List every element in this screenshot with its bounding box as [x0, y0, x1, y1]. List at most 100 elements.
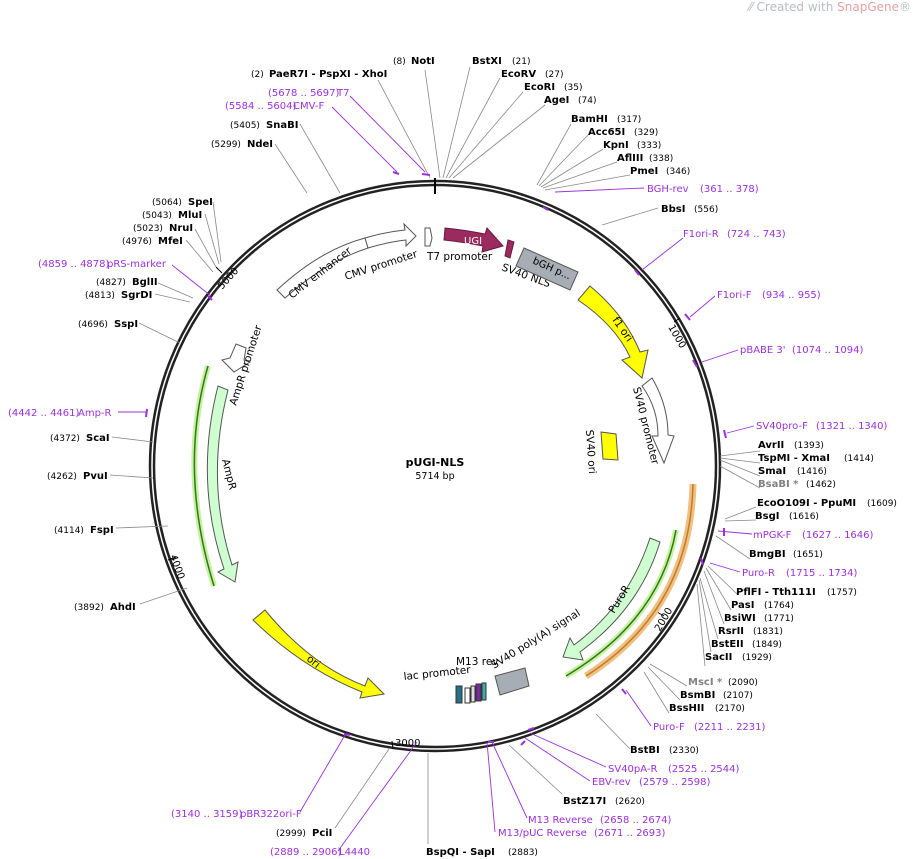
site-fspi[interactable]: (4114)FspI	[54, 525, 114, 536]
svg-text:(5299): (5299)	[211, 140, 241, 150]
site-pmei[interactable]: PmeI(346)	[630, 166, 690, 177]
primer-puro-r[interactable]: Puro-R(1715 .. 1734)	[742, 568, 858, 579]
site-pasi[interactable]: PasI(1764)	[731, 600, 794, 611]
primer-l4440[interactable]: (2889 .. 2906)L4440	[270, 847, 370, 858]
site-bstbi[interactable]: BstBI(2330)	[630, 745, 699, 756]
primer-sv40pa-r[interactable]: SV40pA-R(2525 .. 2544)	[608, 764, 740, 775]
site-bstxi[interactable]: BstXI(21)	[472, 56, 530, 67]
primer-t7[interactable]: (5678 .. 5697)T7	[268, 88, 349, 99]
svg-text:(2671 .. 2693): (2671 .. 2693)	[594, 828, 666, 839]
site-paer7i-pspxi-xhoi[interactable]: (2)PaeR7I - PspXI - XhoI	[251, 69, 387, 80]
site-ecori[interactable]: EcoRI(35)	[524, 82, 582, 93]
feature-f1-ori[interactable]: f1 ori	[577, 285, 649, 379]
site-tspmi-xmai[interactable]: TspMI - XmaI(1414)	[758, 453, 874, 464]
svg-text:MluI: MluI	[178, 210, 202, 221]
site-ndei[interactable]: (5299) NdeI	[211, 139, 273, 150]
svg-text:(1929): (1929)	[742, 653, 772, 663]
site-acc65i[interactable]: Acc65I(329)	[588, 127, 658, 138]
feature-t7-promoter[interactable]: T7 promoter	[424, 227, 493, 263]
site-bsmbi[interactable]: BsmBI(2107)	[680, 690, 753, 701]
svg-text:(333): (333)	[637, 141, 661, 151]
feature-ampr[interactable]: AmpR	[206, 385, 239, 583]
svg-text:(4859 .. 4878): (4859 .. 4878)	[38, 259, 110, 270]
primer-m13-puc-reverse[interactable]: M13/pUC Reverse (2671 .. 2693)	[498, 828, 666, 839]
site-bglii[interactable]: (4827)BglII	[96, 277, 158, 288]
primer-amp-r[interactable]: (4442 .. 4461)Amp-R	[8, 408, 112, 419]
site-bbsi[interactable]: BbsI(556)	[661, 204, 718, 215]
svg-text:(2090): (2090)	[728, 678, 758, 688]
site-noti[interactable]: (8)NotI	[393, 56, 435, 67]
site-bsteii[interactable]: BstEII(1849)	[711, 639, 782, 650]
primer-f1ori-f[interactable]: F1ori-F(934 .. 955)	[717, 290, 821, 301]
site-bsshii[interactable]: BssHII(2170)	[669, 703, 745, 714]
svg-text:NdeI: NdeI	[247, 139, 273, 150]
primer-m13-reverse[interactable]: M13 Reverse(2658 .. 2674)	[528, 815, 672, 826]
primer-cmv-f[interactable]: (5584 .. 5604)CMV-F	[225, 101, 324, 112]
svg-text:BstXI: BstXI	[472, 56, 502, 67]
primer-bgh-rev[interactable]: BGH-rev(361 .. 378)	[647, 184, 759, 195]
site-sspi[interactable]: (4696)SspI	[78, 319, 138, 330]
primer-mpgk-f[interactable]: mPGK-F(1627 .. 1646)	[753, 530, 874, 541]
site-pflfi-tth111i[interactable]: PflFI - Tth111I(1757)	[736, 587, 857, 598]
primer-marks	[145, 171, 727, 746]
svg-text:(2620): (2620)	[615, 797, 645, 807]
svg-text:(2): (2)	[251, 70, 264, 80]
site-bstz17i[interactable]: BstZ17I (2620)	[563, 796, 645, 807]
primer-puro-f[interactable]: Puro-F(2211 .. 2231)	[653, 722, 766, 733]
primer-prs-marker[interactable]: (4859 .. 4878)pRS-marker	[38, 259, 167, 270]
site-pvui[interactable]: (4262)PvuI	[47, 471, 108, 482]
svg-text:(346): (346)	[666, 167, 690, 177]
site-ecoo109i-ppumi[interactable]: EcoO109I - PpuMI(1609)	[757, 498, 897, 509]
svg-text:(2170): (2170)	[715, 704, 745, 714]
site-bspqi-sapi[interactable]: BspQI - SapI(2883)	[426, 847, 538, 858]
svg-text:KpnI: KpnI	[603, 140, 629, 151]
svg-text:(5405): (5405)	[230, 121, 260, 131]
site-bamhi[interactable]: BamHI(317)	[571, 114, 641, 125]
svg-text:SspI: SspI	[114, 319, 138, 330]
site-ahdi[interactable]: (3892) AhdI	[74, 602, 136, 613]
primer-sv40pro-f[interactable]: SV40pro-F(1321 .. 1340)	[756, 421, 888, 432]
svg-text:4000: 4000	[167, 553, 186, 581]
site-bsiwi[interactable]: BsiWI(1771)	[724, 613, 794, 624]
site-avrii[interactable]: AvrII(1393)	[758, 440, 824, 451]
svg-text:(27): (27)	[545, 70, 563, 80]
site-spei[interactable]: (5064)SpeI	[152, 197, 213, 208]
site-bmgbi[interactable]: BmgBI(1651)	[749, 549, 823, 560]
site-bsabi[interactable]: BsaBI *(1462)	[758, 479, 836, 490]
site-scai[interactable]: (4372)ScaI	[50, 433, 110, 444]
primer-pbr322ori-f[interactable]: (3140 .. 3159)pBR322ori-F	[171, 809, 302, 820]
site-mlui[interactable]: (5043) MluI	[142, 210, 202, 221]
svg-text:(1414): (1414)	[844, 454, 874, 464]
site-bsgi[interactable]: BsgI(1616)	[755, 511, 819, 522]
svg-text:(8): (8)	[393, 57, 406, 67]
feature-sv40-ori[interactable]: SV40 ori	[583, 429, 619, 474]
site-ecorv[interactable]: EcoRV(27)	[501, 69, 563, 80]
svg-text:M13 Reverse: M13 Reverse	[528, 815, 593, 826]
primer-pbabe-3[interactable]: pBABE 3'(1074 .. 1094)	[740, 345, 864, 356]
svg-text:M13/pUC Reverse: M13/pUC Reverse	[498, 828, 587, 839]
site-sacii[interactable]: SacII(1929)	[705, 652, 772, 663]
site-smai[interactable]: SmaI(1416)	[758, 466, 827, 477]
feature-ampr-promoter[interactable]: AmpR promoter	[221, 323, 265, 407]
svg-text:BstZ17I: BstZ17I	[563, 796, 606, 807]
site-mfei[interactable]: (4976)MfeI	[122, 236, 183, 247]
site-sgrdi[interactable]: (4813)SgrDI	[85, 290, 152, 301]
svg-text:(5043): (5043)	[142, 211, 172, 221]
site-snabi[interactable]: (5405)SnaBI	[230, 120, 298, 131]
primer-f1ori-r[interactable]: F1ori-R(724 .. 743)	[683, 229, 786, 240]
svg-text:AhdI: AhdI	[110, 602, 136, 613]
feature-ori[interactable]: ori	[252, 609, 386, 699]
svg-text:EcoO109I - PpuMI: EcoO109I - PpuMI	[757, 498, 856, 509]
site-pcii[interactable]: (2999)PciI	[276, 828, 332, 839]
feature-ugi[interactable]: UGI	[443, 227, 504, 253]
site-kpni[interactable]: KpnI (333)	[603, 140, 661, 151]
site-rsrii[interactable]: RsrII(1831)	[718, 626, 783, 637]
primer-ebv-rev[interactable]: EBV-rev(2579 .. 2598)	[592, 777, 711, 788]
feature-sv40-promoter[interactable]: SV40 promoter	[630, 377, 675, 466]
site-afliii[interactable]: AflIII(338)	[617, 153, 673, 164]
site-msci[interactable]: MscI *(2090)	[688, 677, 758, 688]
site-agei[interactable]: AgeI(74)	[544, 95, 596, 106]
site-nrui[interactable]: (5023)NruI	[133, 223, 193, 234]
svg-text:(3892): (3892)	[74, 603, 104, 613]
feature-lac-operators[interactable]: M13 rev lac promoter	[403, 656, 499, 704]
